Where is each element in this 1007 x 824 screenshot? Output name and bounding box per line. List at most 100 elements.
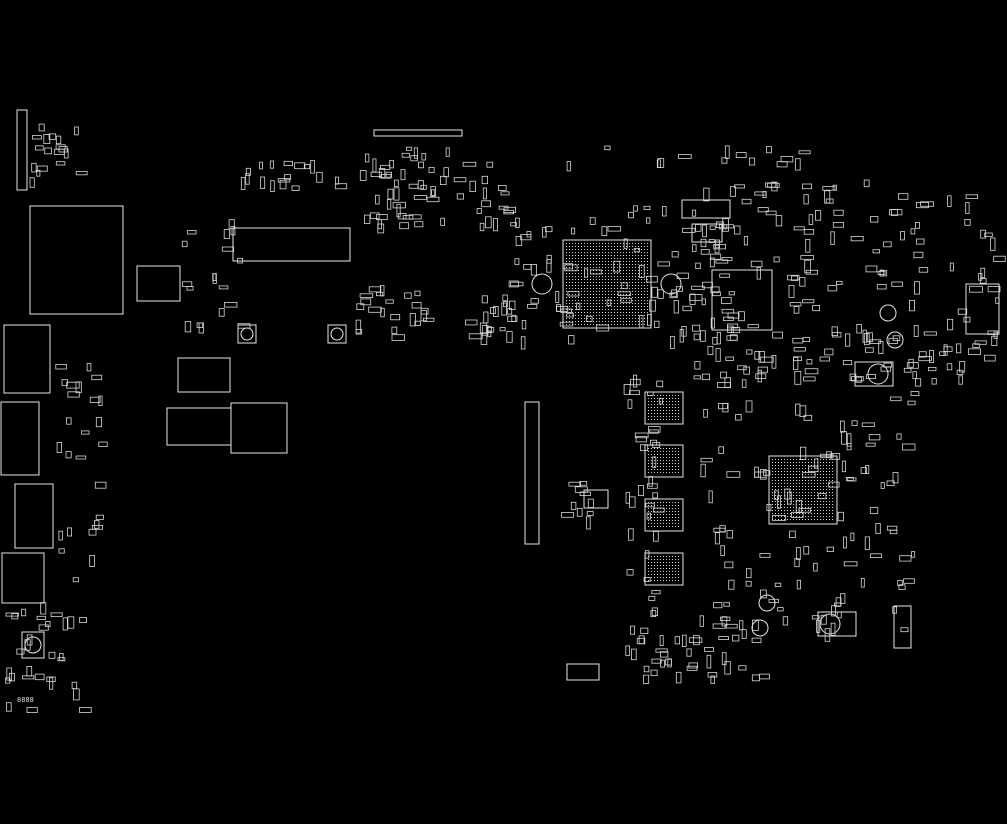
bga-ball — [829, 474, 830, 475]
bga-ball — [802, 513, 803, 514]
bga-ball — [660, 511, 661, 512]
vram-ball-grids — [648, 395, 679, 581]
smd-component — [658, 397, 663, 405]
bga-ball — [666, 472, 667, 473]
bga-ball — [635, 264, 636, 265]
smd-component — [869, 507, 879, 514]
smd-component — [368, 286, 382, 293]
bga-ball — [638, 249, 639, 250]
bga-ball — [775, 465, 776, 466]
smd-component — [431, 189, 436, 196]
bga-ball — [820, 468, 821, 469]
bga-ball — [787, 519, 788, 520]
bga-ball — [635, 309, 636, 310]
bga-ball — [578, 264, 579, 265]
bga-ball — [663, 517, 664, 518]
bga-ball — [799, 465, 800, 466]
smd-component — [703, 187, 710, 202]
bga-ball — [617, 273, 618, 274]
bga-ball — [826, 462, 827, 463]
smd-component — [910, 228, 916, 235]
bga-ball — [602, 279, 603, 280]
bga-ball — [651, 577, 652, 578]
smd-component — [426, 196, 440, 203]
smd-component — [481, 295, 488, 304]
bga-ball — [784, 483, 785, 484]
smd-component — [890, 396, 902, 402]
bga-ball — [672, 395, 673, 396]
smd-component — [237, 257, 244, 264]
bga-ball — [787, 516, 788, 517]
bga-ball — [654, 520, 655, 521]
bga-ball — [602, 291, 603, 292]
bga-ball — [657, 463, 658, 464]
bga-ball — [796, 462, 797, 463]
smd-component — [356, 303, 365, 310]
bga-ball — [657, 404, 658, 405]
bga-ball — [569, 324, 570, 325]
bga-ball — [660, 419, 661, 420]
bga-ball — [608, 279, 609, 280]
smd-component — [284, 174, 291, 181]
bga-ball — [826, 468, 827, 469]
bga-ball — [651, 514, 652, 515]
bga-ball — [647, 267, 648, 268]
smd-component — [956, 369, 964, 375]
lan-port — [177, 357, 231, 393]
smd-component — [734, 184, 745, 189]
bga-ball — [820, 495, 821, 496]
bga-ball — [832, 507, 833, 508]
smd-component — [66, 381, 80, 389]
bga-ball — [654, 410, 655, 411]
smd-component — [36, 165, 48, 172]
bga-ball — [599, 285, 600, 286]
bga-ball — [654, 448, 655, 449]
bga-ball — [648, 571, 649, 572]
smd-component — [911, 551, 916, 558]
smd-component — [920, 201, 934, 207]
smd-component — [59, 653, 64, 661]
smd-component — [570, 501, 577, 510]
bga-ball — [575, 315, 576, 316]
smd-component — [94, 481, 107, 489]
bga-ball — [784, 471, 785, 472]
bga-ball — [805, 486, 806, 487]
bga-ball — [802, 519, 803, 520]
bga-ball — [623, 267, 624, 268]
bga-ball — [608, 282, 609, 283]
bga-ball — [575, 255, 576, 256]
bga-ball — [811, 483, 812, 484]
smd-component — [74, 126, 79, 136]
smd-component — [805, 269, 819, 275]
bga-ball — [669, 580, 670, 581]
smd-component — [501, 302, 507, 316]
smd-component — [58, 146, 68, 153]
bga-ball — [581, 324, 582, 325]
bga-ball — [666, 514, 667, 515]
smd-component — [479, 322, 487, 334]
bga-ball — [566, 249, 567, 250]
bga-ball — [575, 288, 576, 289]
bga-ball — [626, 267, 627, 268]
bga-ball — [808, 462, 809, 463]
smd-component — [639, 314, 644, 329]
bga-ball — [632, 321, 633, 322]
bga-ball — [611, 321, 612, 322]
bga-ball — [617, 291, 618, 292]
bga-ball — [602, 321, 603, 322]
bga-ball — [775, 474, 776, 475]
smd-component — [520, 234, 532, 241]
bga-ball — [602, 306, 603, 307]
smd-component — [693, 375, 701, 380]
bga-ball — [572, 306, 573, 307]
bga-ball — [808, 459, 809, 460]
bga-ball — [599, 243, 600, 244]
bga-ball — [638, 312, 639, 313]
smd-component — [915, 221, 920, 229]
bga-ball — [820, 459, 821, 460]
bga-ball — [584, 294, 585, 295]
smd-component — [601, 226, 608, 236]
smd-component — [851, 376, 864, 382]
bga-ball — [593, 303, 594, 304]
smd-component — [964, 218, 971, 226]
